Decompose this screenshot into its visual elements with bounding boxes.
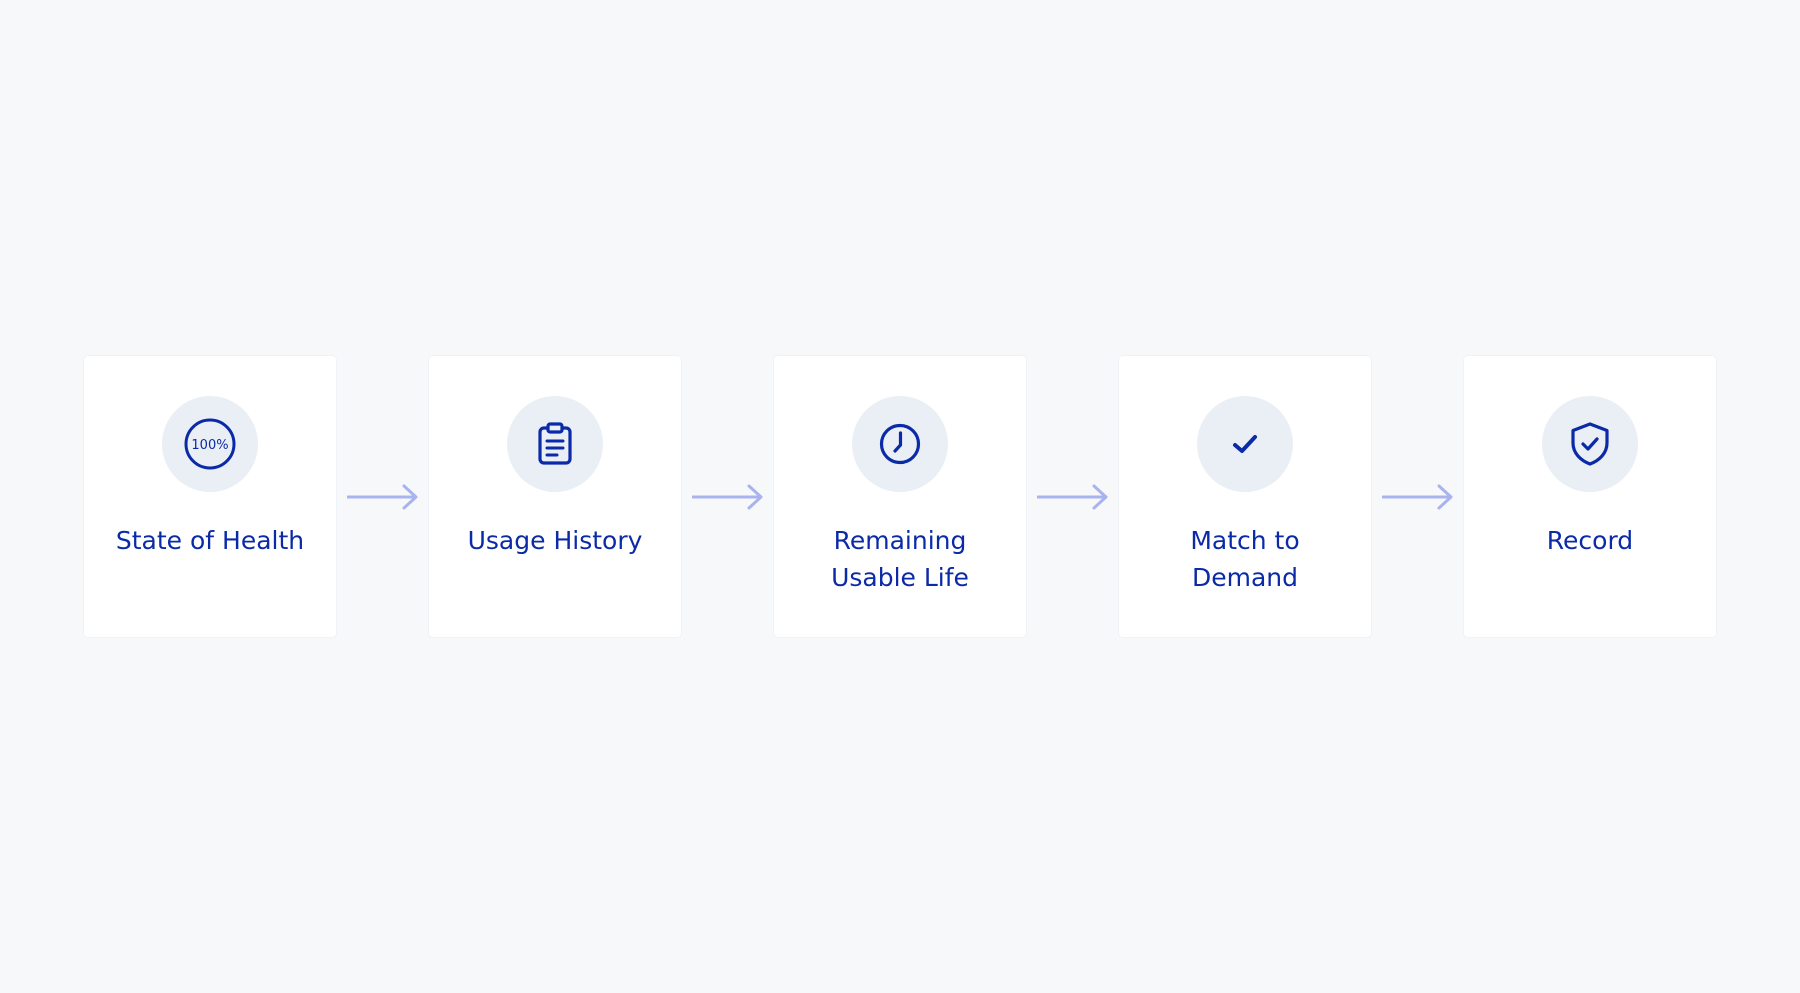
percent-text: 100% [191, 438, 228, 453]
clipboard-icon [538, 422, 572, 465]
step-card-match-to-demand: Match to Demand [1119, 356, 1371, 637]
clock-icon [879, 423, 921, 465]
step-card-remaining-usable-life: Remaining Usable Life [774, 356, 1026, 637]
step-card-usage-history: Usage History [429, 356, 681, 637]
step-label: State of Health [115, 526, 305, 555]
icon-badge [852, 396, 948, 492]
step-card-state-of-health: 100% State of Health [84, 356, 336, 637]
step-label: Record [1546, 526, 1634, 555]
checkmark-icon [1233, 435, 1257, 453]
battery-percent-icon: 100% [184, 418, 236, 470]
icon-badge [507, 396, 603, 492]
step-label: Match to Demand [1190, 526, 1300, 592]
arrow-right-icon [347, 484, 418, 510]
icon-badge [1197, 396, 1293, 492]
step-label: Remaining Usable Life [831, 526, 969, 592]
step-card-record: Record [1464, 356, 1716, 637]
shield-check-icon [1571, 422, 1609, 466]
arrow-right-icon [1382, 484, 1453, 510]
arrow-right-icon [1037, 484, 1108, 510]
icon-badge: 100% [162, 396, 258, 492]
step-label: Usage History [467, 526, 643, 555]
arrow-right-icon [692, 484, 763, 510]
icon-badge [1542, 396, 1638, 492]
